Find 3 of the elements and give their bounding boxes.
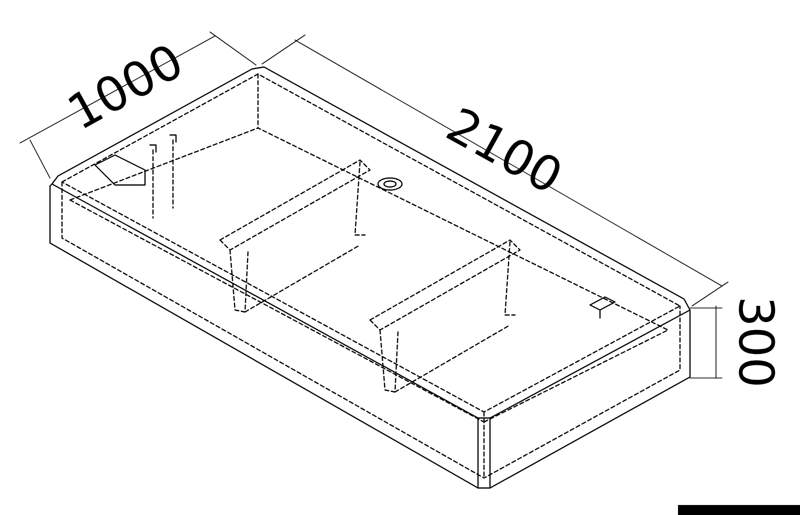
dimension-label: 1000 bbox=[68, 46, 180, 128]
dimension-label: 300 bbox=[738, 300, 776, 385]
dimension-label: 2100 bbox=[446, 108, 560, 190]
